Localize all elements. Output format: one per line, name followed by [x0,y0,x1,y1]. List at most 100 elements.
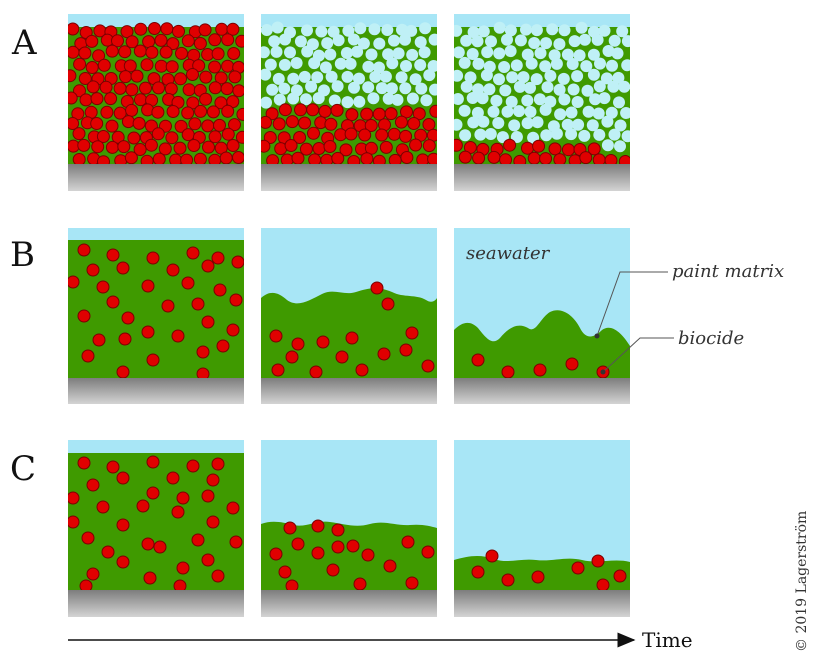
biocide-particle [175,46,188,60]
biocide-particle [140,58,154,72]
biocide-particles [269,281,435,378]
biocide-particle [221,59,235,73]
biocide-particle [191,533,205,547]
biocide-particle [503,138,517,152]
biocide-particle [127,131,141,145]
biocide-particle [73,84,86,98]
biocide-particle [387,127,401,141]
panel-a1 [68,14,244,191]
biocide-particle [206,473,220,487]
leached-particle [582,105,595,118]
biocide-particle [130,69,144,83]
biocide-pointer [600,369,606,375]
biocide-particle [86,567,100,581]
leached-particle [550,57,563,70]
biocide-particle [81,531,95,545]
biocide-particle [68,69,77,83]
leached-particle [620,107,630,119]
biocide-particle [165,131,179,145]
leached-particle [539,103,552,116]
leached-particle [334,57,347,70]
biocide-particle [485,549,499,563]
substrate [454,378,630,404]
biocide-particle [501,573,515,587]
biocide-particles [68,243,244,378]
biocide-particle [346,539,360,553]
biocide-particle [182,83,196,97]
leached-particle [379,70,392,83]
biocide-particle [105,44,119,58]
biocide-particle [372,107,386,121]
leached-particle [415,82,428,95]
biocide-particle [228,118,241,132]
biocide-particle [375,128,389,142]
leached-particle [498,61,511,73]
biocide-particle [199,70,213,84]
substrate [68,164,244,191]
paint-matrix-leader [596,271,668,337]
biocide-particle [232,151,244,164]
biocide-particle [154,33,168,47]
leached-particle [598,24,611,37]
panel-c2 [261,440,437,617]
leached-particle [524,105,537,118]
leached-particle [373,37,386,50]
leached-particle [594,57,606,70]
biocide-particle [307,126,320,140]
leached-particle [567,83,580,96]
biocide-particle [143,571,157,585]
leached-particle [341,70,354,83]
biocide-particle [96,280,110,294]
biocide-particle [68,91,78,105]
biocide-label: biocide [678,328,744,349]
biocide-particle [86,80,100,94]
biocide-particle [142,35,156,49]
leached-particle [294,35,307,48]
biocide-particle [97,155,110,164]
biocide-particle [565,357,579,371]
biocide-particle [227,47,241,60]
biocide-particle [299,142,313,156]
biocide-particle [68,491,80,505]
leached-particle [621,59,630,72]
biocide-particle [151,127,165,141]
panel-b3 [454,228,630,404]
biocide-particle [176,561,190,575]
leached-particle [517,71,530,84]
biocide-particle [405,326,419,340]
panel-b1 [68,228,244,404]
leached-particle [571,96,584,108]
leached-particle [546,23,559,36]
biocide-particle [278,565,292,579]
biocide-particle [499,153,513,164]
biocide-particle [141,537,155,551]
biocide-particle [139,81,152,95]
biocide-particle [173,141,187,155]
biocide-particle [377,347,391,361]
leached-particle [530,73,543,86]
biocide-particle [72,127,86,141]
biocide-particle [116,471,130,485]
biocide-particle [383,559,397,573]
biocide-particle [146,251,160,265]
leached-particle [508,119,521,132]
biocide-particle [172,24,185,38]
leached-particle [273,93,286,106]
biocide-particle [118,332,132,346]
leached-particle [376,82,388,95]
biocide-particle [181,106,195,120]
biocide-particle [125,83,139,97]
biocide-particle [344,127,358,141]
leached-particle [287,72,300,85]
biocide-particle [211,457,225,471]
biocide-particle [531,570,545,584]
biocide-particle [136,499,150,513]
biocide-particle [133,143,147,156]
leached-particle [533,93,546,106]
biocide-particle [196,345,210,359]
biocide-particle [152,81,165,95]
biocide-particles [471,353,610,378]
biocide-particle [125,35,139,49]
leached-particle [531,116,544,129]
